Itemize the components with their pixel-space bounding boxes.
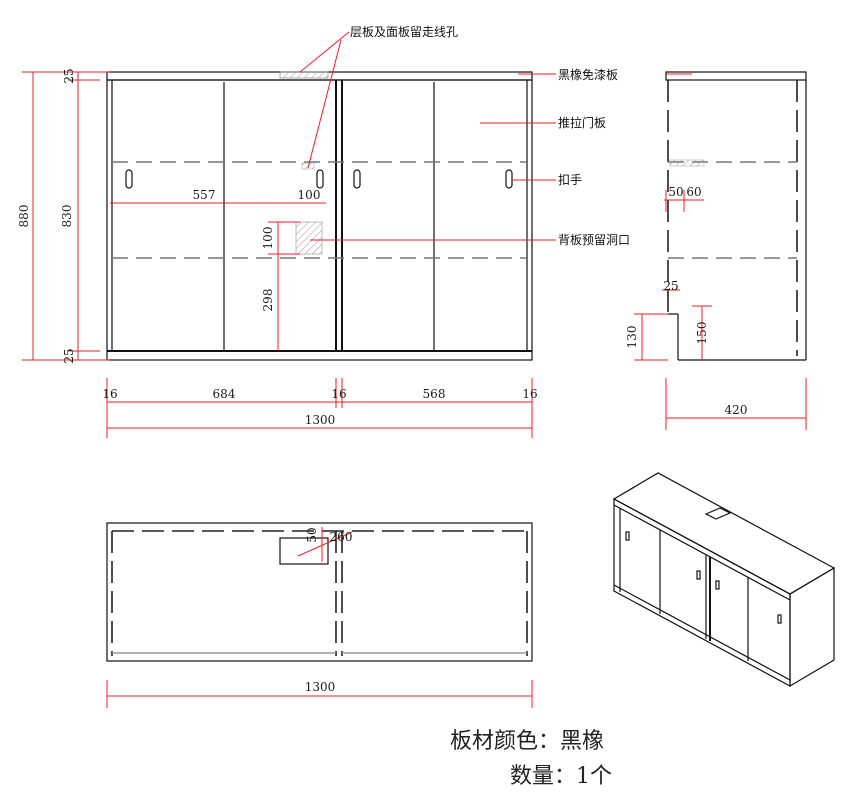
label-sliding-door: 推拉门板 [558,115,606,130]
isometric-view [612,472,836,688]
dim-25-top: 25 [62,68,76,83]
side-view [665,71,807,361]
side-dim-50: 50 [668,185,683,199]
iso-front [613,497,791,688]
dim-557: 557 [193,188,216,202]
label-handle: 扣手 [558,173,582,187]
iso-handle-1 [625,531,630,541]
top-dim-50: 50 [305,527,319,542]
top-view [106,522,533,662]
front-dimensions [22,31,556,438]
side-dim-60: 60 [686,185,701,199]
door-handle-1 [125,169,133,189]
dim-1300-top: 1300 [305,680,336,694]
iso-handle-4 [777,614,782,624]
back-opening [295,221,323,255]
side-top-panel [665,71,807,81]
front-view [106,71,533,361]
iso-handle-3 [715,580,720,590]
dim-16-left: 16 [102,387,117,401]
iso-cable-hole [704,507,732,520]
top-dim-260: 260 [330,530,353,544]
dim-830: 830 [60,205,74,228]
dim-1300-front: 1300 [305,413,336,427]
door-handle-4 [505,169,513,189]
top-view-outline [106,522,533,662]
top-dimensions [106,527,533,708]
side-dim-150: 150 [695,322,709,345]
iso-bottom-rail [613,584,791,681]
dim-880: 880 [17,205,31,228]
iso-handle-2 [696,570,701,580]
dim-16-right: 16 [522,387,537,401]
side-dim-130: 130 [625,326,639,349]
dim-16-middle: 16 [331,387,346,401]
label-top-panel: 黑橡免漆板 [558,67,618,82]
dim-100-hole-width: 100 [298,188,321,202]
door-handle-2 [316,169,324,189]
dim-100-hole-height: 100 [261,227,275,250]
iso-side [789,566,835,688]
quantity-label: 数量：1个 [510,764,612,789]
dim-684: 684 [213,387,236,401]
front-body [106,79,533,361]
side-handle-hole [669,159,705,167]
iso-top [612,472,836,595]
dim-25-bottom: 25 [62,348,76,363]
label-back-opening: 背板预留洞口 [558,233,630,247]
side-dimensions [634,73,807,430]
material-label: 板材颜色：黑橡 [450,729,604,754]
door-handle-3 [353,169,361,189]
iso-top-edge [613,504,791,601]
top-cable-hole [279,537,329,565]
side-dim-420: 420 [725,403,748,417]
dim-298: 298 [261,289,275,312]
side-dim-25: 25 [663,279,678,293]
label-cable-hole: 层板及面板留走线孔 [350,25,458,39]
dim-568: 568 [423,387,446,401]
cable-hole-top [279,71,329,79]
